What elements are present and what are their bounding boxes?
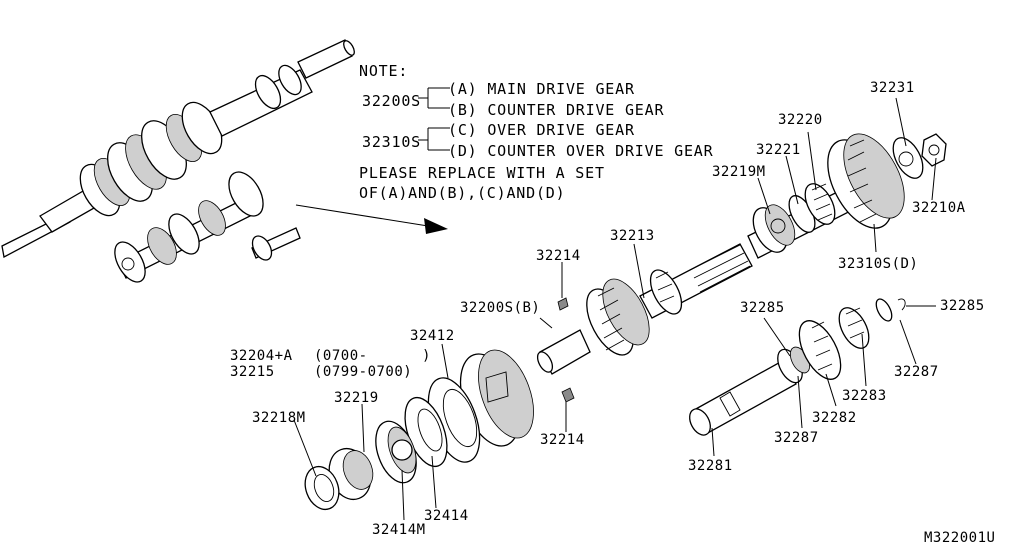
note-replace-line1: PLEASE REPLACE WITH A SET xyxy=(359,164,605,182)
key-32214-bottom xyxy=(561,387,575,403)
label-32210a: 32210A xyxy=(912,200,966,216)
note-group1-code: 32200S xyxy=(362,92,421,110)
label-32231: 32231 xyxy=(870,80,915,96)
label-32218m: 32218M xyxy=(252,410,306,426)
transmission-overview-sketch xyxy=(1,39,355,283)
label-32414m: 32414M xyxy=(372,522,426,538)
note-item-b: (B) COUNTER DRIVE GEAR xyxy=(448,101,665,119)
note-replace-line2: OF(A)AND(B),(C)AND(D) xyxy=(359,184,566,202)
leader-lines xyxy=(293,87,937,521)
note-item-c: (C) OVER DRIVE GEAR xyxy=(448,121,635,139)
rear-gear-stack xyxy=(304,349,534,511)
label-32285-right: 32285 xyxy=(940,298,985,314)
label-32213: 32213 xyxy=(610,228,655,244)
label-32219m-top: 32219M xyxy=(712,164,766,180)
label-32281: 32281 xyxy=(688,458,733,474)
note-item-a: (A) MAIN DRIVE GEAR xyxy=(448,80,635,98)
label-32282: 32282 xyxy=(812,410,857,426)
label-32219: 32219 xyxy=(334,390,379,406)
label-32414: 32414 xyxy=(424,508,469,524)
label-32200s-b: 32200S(B) xyxy=(460,300,541,316)
direction-arrow xyxy=(295,204,448,234)
label-32204a-range: (0700- xyxy=(314,348,368,364)
label-32285-left: 32285 xyxy=(740,300,785,316)
label-32412: 32412 xyxy=(410,328,455,344)
label-32310s-d: 32310S(D) xyxy=(838,256,919,272)
label-32220: 32220 xyxy=(778,112,823,128)
counter-shaft-group xyxy=(689,298,906,436)
overdrive-gear-group xyxy=(752,133,947,253)
label-32204a: 32204+A xyxy=(230,348,293,364)
label-32204a-range-end: ) xyxy=(422,348,431,364)
label-32287-right: 32287 xyxy=(894,364,939,380)
diagram-id: M322001U xyxy=(924,530,996,546)
label-32214-bottom: 32214 xyxy=(540,432,585,448)
note-group2-code: 32310S xyxy=(362,133,421,151)
key-32214-top xyxy=(557,297,569,311)
label-32215-range: (0799-0700) xyxy=(314,364,413,380)
note-item-d: (D) COUNTER OVER DRIVE GEAR xyxy=(448,142,714,160)
label-32287-bottom: 32287 xyxy=(774,430,819,446)
label-32221: 32221 xyxy=(756,142,801,158)
label-32283: 32283 xyxy=(842,388,887,404)
label-32215: 32215 xyxy=(230,364,275,380)
note-heading: NOTE: xyxy=(359,62,409,80)
label-32214-top: 32214 xyxy=(536,248,581,264)
